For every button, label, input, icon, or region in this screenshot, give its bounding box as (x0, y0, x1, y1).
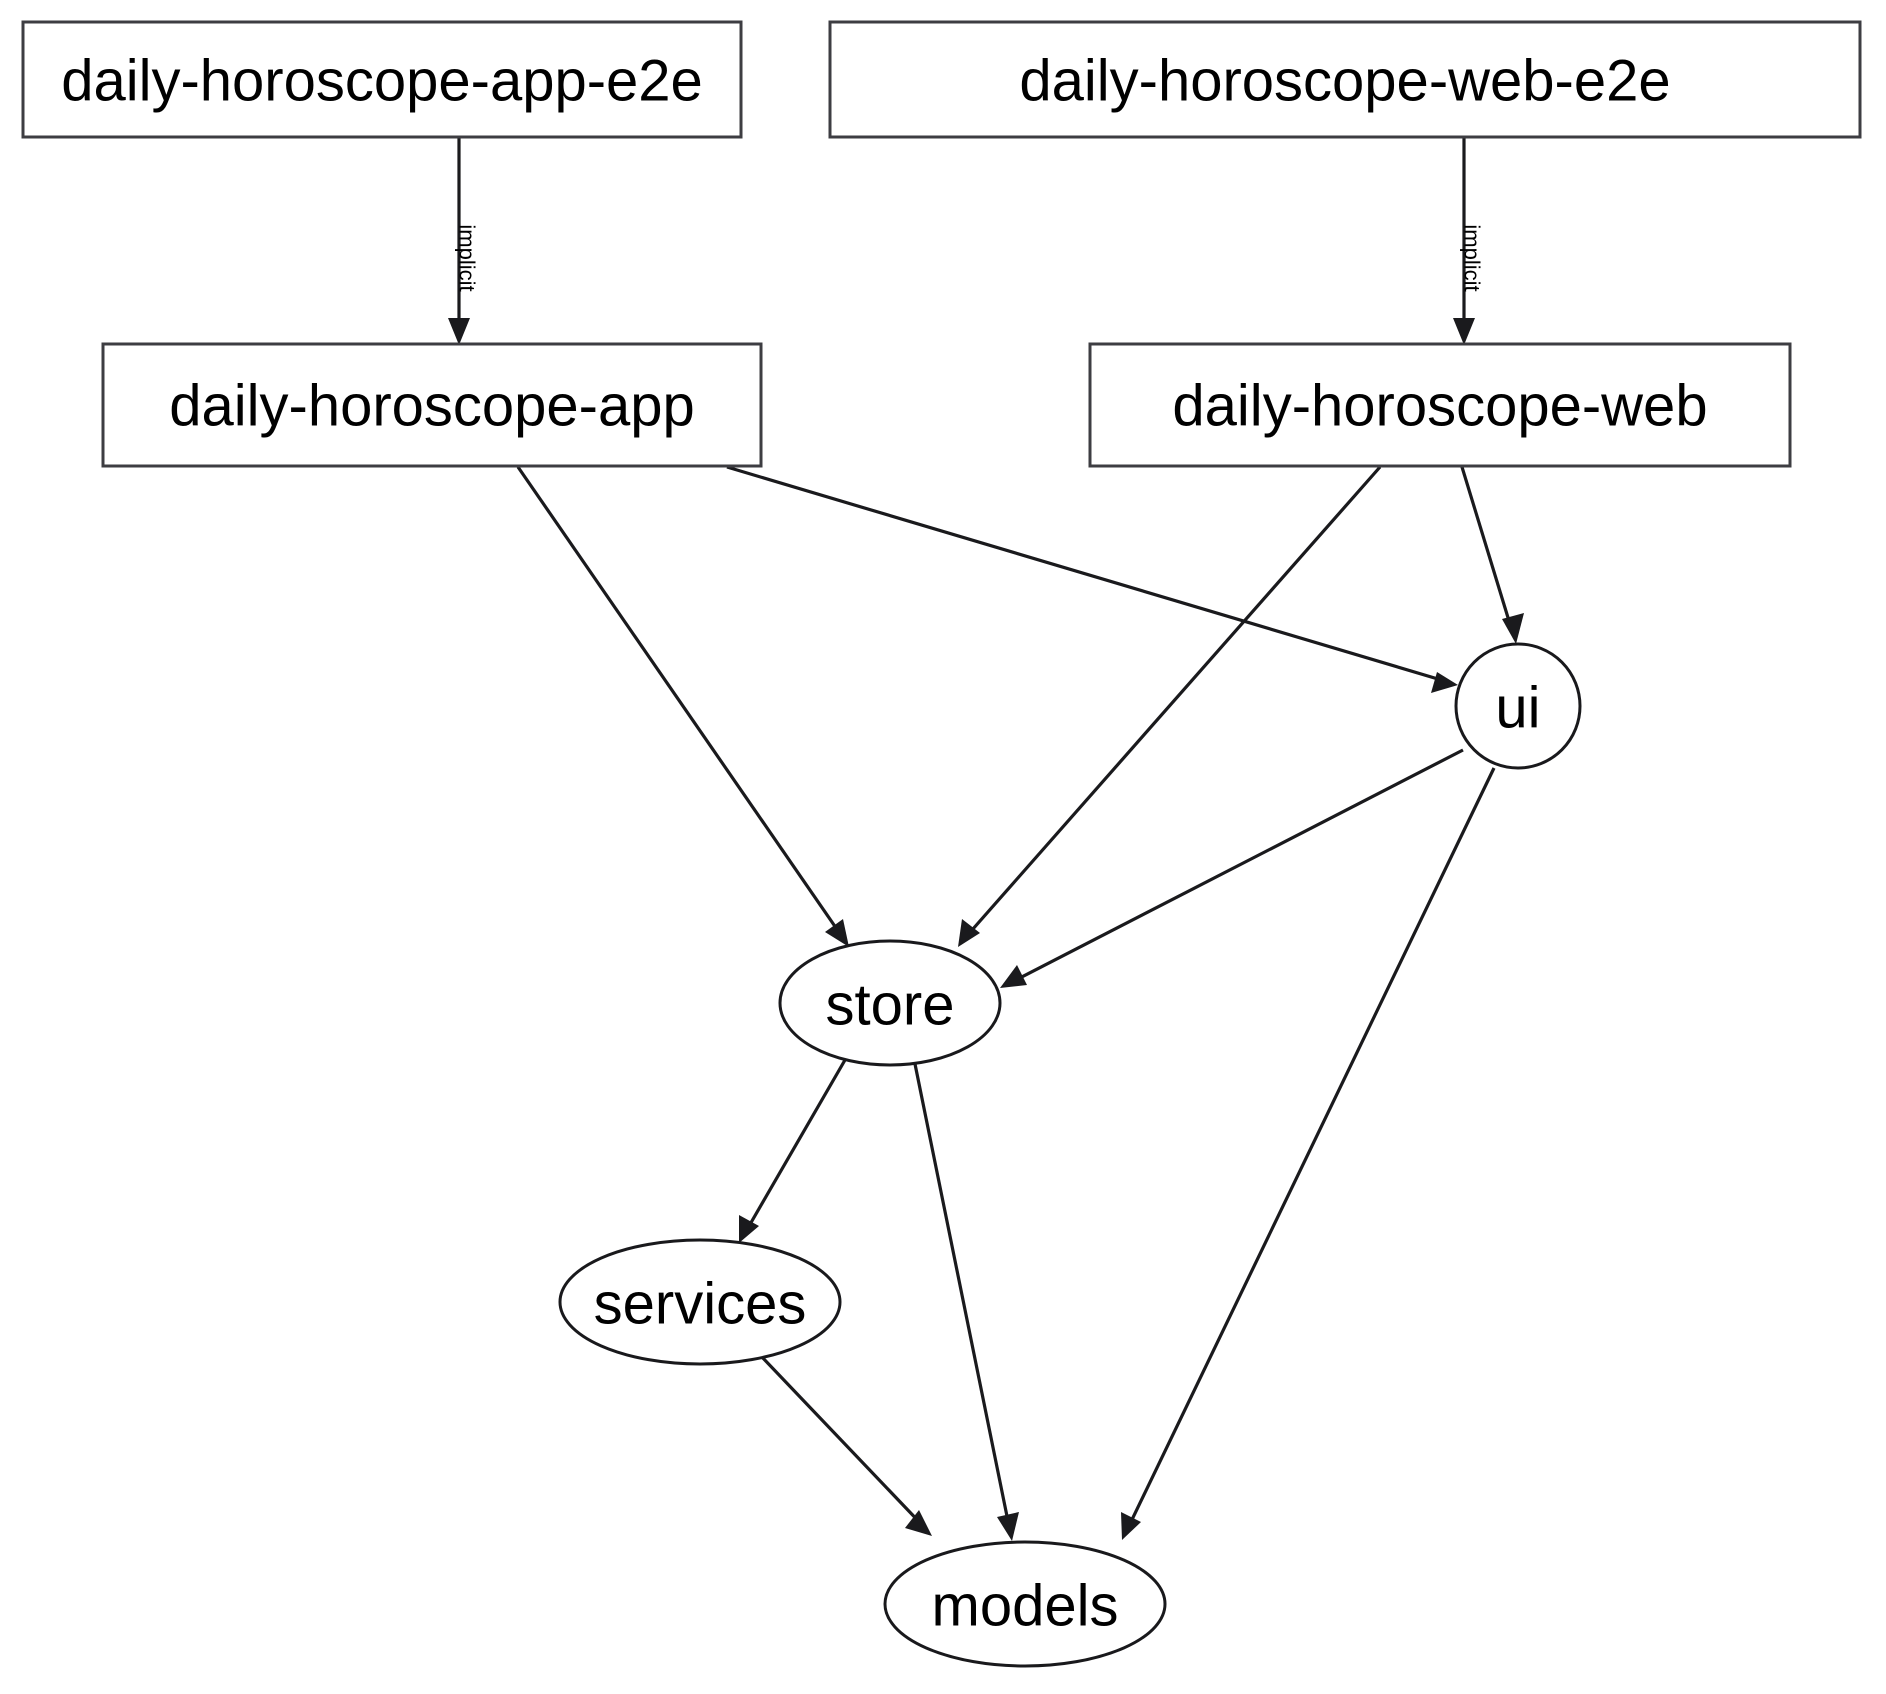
node-label: models (932, 1574, 1119, 1639)
edge-app-to-store[interactable] (516, 466, 849, 947)
node-shape-box (21, 20, 743, 139)
node-daily-horoscope-app-e2e[interactable]: daily-horoscope-app-e2e (21, 20, 743, 139)
edge-store-to-services[interactable] (739, 1059, 847, 1243)
node-daily-horoscope-web[interactable]: daily-horoscope-web (1088, 342, 1792, 468)
node-label: daily-horoscope-web-e2e (1019, 49, 1670, 114)
node-services[interactable]: services (558, 1238, 842, 1366)
node-shape-ellipse (558, 1238, 842, 1366)
edge-web-to-ui[interactable] (1460, 466, 1524, 644)
edge-layer: implicit implicit (448, 138, 1524, 1541)
edge-path (913, 1063, 1012, 1532)
edge-ui-to-store[interactable] (1000, 748, 1464, 988)
node-label: daily-horoscope-app-e2e (61, 49, 703, 114)
edge-path (743, 1059, 847, 1234)
edge-path (516, 466, 845, 939)
edge-path (726, 465, 1449, 684)
edge-app-to-ui[interactable] (726, 465, 1458, 693)
node-shape-ellipse (883, 1540, 1167, 1668)
arrowhead-icon (739, 1215, 759, 1243)
edge-label-implicit: implicit (1460, 224, 1485, 291)
edge-ui-to-models[interactable] (1121, 767, 1496, 1540)
edge-path (1125, 767, 1496, 1531)
arrowhead-icon (448, 318, 470, 345)
arrowhead-icon (1121, 1512, 1141, 1540)
node-label: daily-horoscope-web (1172, 374, 1707, 439)
node-store[interactable]: store (778, 939, 1002, 1067)
arrowhead-icon (958, 919, 980, 947)
arrowhead-icon (1502, 613, 1524, 644)
edge-path (1009, 748, 1464, 985)
node-ui[interactable]: ui (1454, 642, 1582, 770)
node-shape-box (1088, 342, 1792, 468)
arrowhead-icon (1000, 965, 1027, 988)
edge-web-e2e-to-web[interactable]: implicit (1453, 138, 1485, 345)
node-label: ui (1495, 676, 1540, 741)
arrowhead-icon (905, 1510, 932, 1536)
node-label: services (594, 1272, 807, 1337)
edge-path (963, 465, 1382, 940)
node-shape-ellipse (778, 939, 1002, 1067)
arrowhead-icon (1453, 318, 1475, 345)
node-label: store (826, 973, 955, 1038)
edge-label-implicit: implicit (455, 224, 480, 291)
node-layer: daily-horoscope-app-e2e daily-horoscope-… (21, 20, 1862, 1668)
edge-app-e2e-to-app[interactable]: implicit (448, 138, 480, 345)
edge-services-to-models[interactable] (758, 1353, 932, 1536)
edge-store-to-models[interactable] (913, 1063, 1019, 1541)
node-models[interactable]: models (883, 1540, 1167, 1668)
arrowhead-icon (1431, 672, 1458, 693)
node-shape-box (828, 20, 1862, 139)
arrowhead-icon (825, 919, 849, 947)
node-label: daily-horoscope-app (169, 374, 695, 439)
node-shape-box (101, 342, 763, 468)
arrowhead-icon (997, 1512, 1019, 1541)
node-daily-horoscope-app[interactable]: daily-horoscope-app (101, 342, 763, 468)
edge-path (758, 1353, 927, 1530)
node-daily-horoscope-web-e2e[interactable]: daily-horoscope-web-e2e (828, 20, 1862, 139)
edge-path (1460, 466, 1515, 635)
node-shape-ellipse (1454, 642, 1582, 770)
edge-web-to-store[interactable] (958, 465, 1382, 947)
